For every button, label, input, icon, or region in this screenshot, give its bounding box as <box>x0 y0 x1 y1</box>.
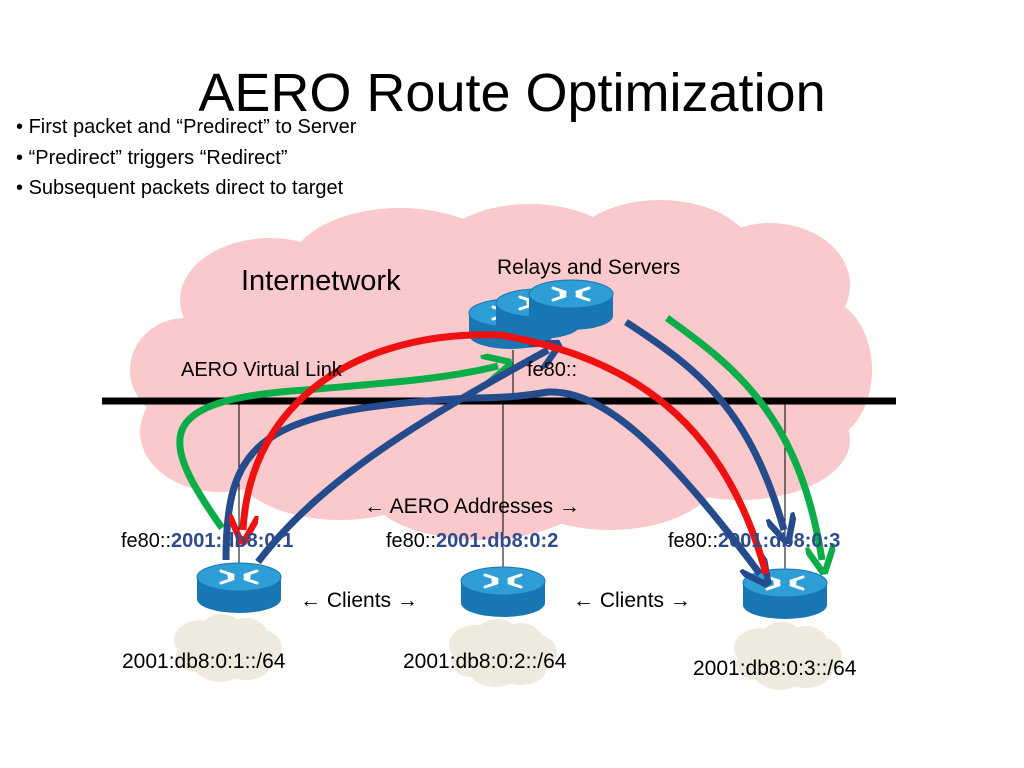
bullet-list: • First packet and “Predirect” to Server… <box>16 112 356 204</box>
server-router-icon[interactable] <box>527 278 615 332</box>
message-paths <box>176 315 822 575</box>
aero-addresses-label: ← AERO Addresses → <box>364 495 580 518</box>
page-title: AERO Route Optimization <box>198 63 826 123</box>
path-red-redirect <box>243 331 770 575</box>
client-3-aero-address: fe80::2001:db8:0:3 <box>668 530 841 552</box>
bullet-item: • Subsequent packets direct to target <box>16 177 344 199</box>
server-link-local-label: fe80:: <box>527 359 578 381</box>
path-blue-direct <box>222 388 760 574</box>
client-1-aero-address: fe80::2001:db8:0:1 <box>121 530 294 552</box>
client-router-3-icon[interactable] <box>741 567 829 621</box>
client-router-1-icon[interactable] <box>195 561 283 615</box>
bullet-item: • First packet and “Predirect” to Server <box>16 116 357 138</box>
relays-servers-label: Relays and Servers <box>497 256 681 279</box>
internetwork-label: Internetwork <box>241 265 401 297</box>
clients-label-right: ← Clients → <box>573 589 691 612</box>
path-green-first-packet <box>176 366 498 531</box>
client-router-2-icon[interactable] <box>459 565 547 619</box>
virtual-link-label: AERO Virtual Link <box>181 359 342 381</box>
path-green-forward <box>664 315 822 560</box>
path-blue-return <box>624 319 784 530</box>
clients-label-left: ← Clients → <box>300 589 418 612</box>
client-1-prefix: 2001:db8:0:1::/64 <box>122 650 286 673</box>
client-3-prefix: 2001:db8:0:3::/64 <box>693 657 857 680</box>
client-2-prefix: 2001:db8:0:2::/64 <box>403 650 567 673</box>
client-2-aero-address: fe80::2001:db8:0:2 <box>386 530 559 552</box>
path-blue-predirect <box>255 350 548 565</box>
bullet-item: • “Predirect” triggers “Redirect” <box>16 146 288 169</box>
